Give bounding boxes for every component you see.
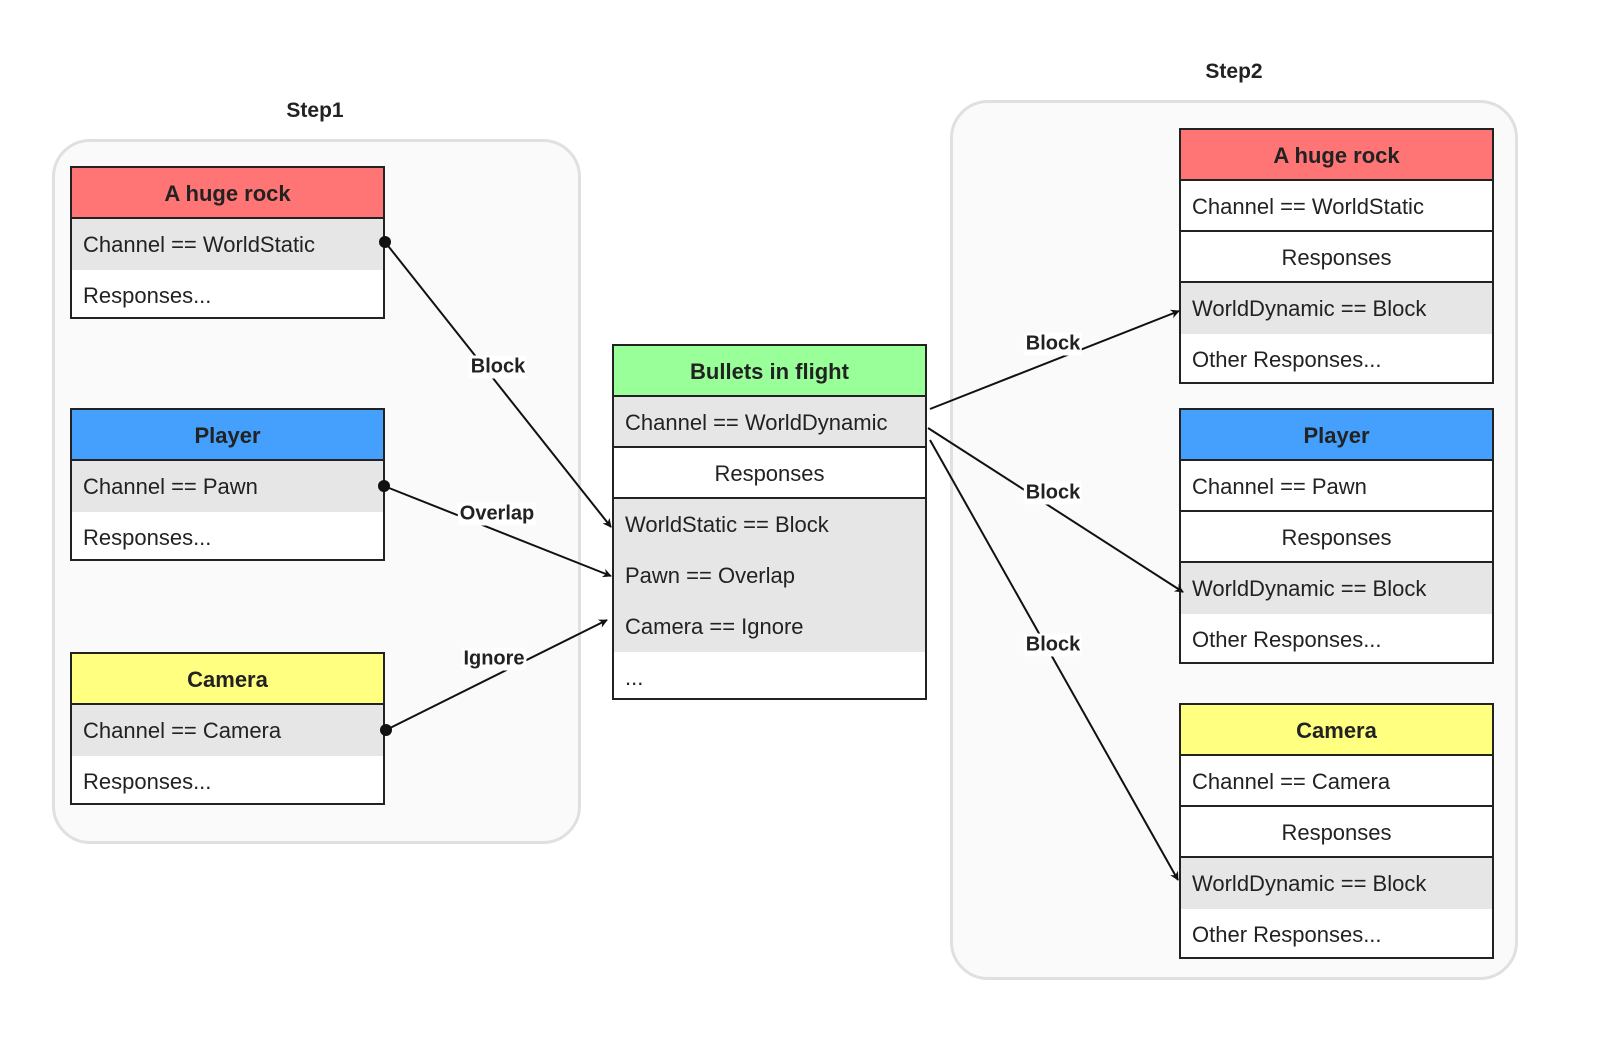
step2-rock-response: WorldDynamic == Block [1181, 283, 1492, 334]
step2-camera-node[interactable]: Camera Channel == Camera Responses World… [1179, 703, 1494, 959]
step2-rock-channel: Channel == WorldStatic [1181, 181, 1492, 232]
edge-rock-to-bullets [384, 241, 612, 528]
bullets-title: Bullets in flight [614, 346, 925, 397]
step1-player-responses: Responses... [83, 525, 212, 550]
step2-rock-responses-header: Responses [1181, 232, 1492, 283]
step2-player-node[interactable]: Player Channel == Pawn Responses WorldDy… [1179, 408, 1494, 664]
bullets-response-camera: Camera == Ignore [614, 601, 925, 652]
step2-rock-title: A huge rock [1181, 130, 1492, 181]
step1-rock-channel: Channel == WorldStatic [72, 219, 383, 270]
edge-bullets-to-camera [929, 439, 1179, 881]
step1-player-title: Player [72, 410, 383, 461]
step2-rock-other: Other Responses... [1192, 347, 1382, 372]
edge-camera-source-dot [380, 724, 392, 736]
step2-player-other: Other Responses... [1192, 627, 1382, 652]
step1-rock-responses: Responses... [83, 283, 212, 308]
step1-camera-title: Camera [72, 654, 383, 705]
bullets-node[interactable]: Bullets in flight Channel == WorldDynami… [612, 344, 927, 700]
edge-label-bullets-player: Block [1023, 481, 1083, 505]
step2-title: Step2 [1205, 60, 1263, 83]
edge-bullets-to-player [927, 427, 1184, 593]
step1-rock-node[interactable]: A huge rock Channel == WorldStatic Respo… [70, 166, 385, 319]
step1-rock-title: A huge rock [72, 168, 383, 219]
step1-camera-node[interactable]: Camera Channel == Camera Responses... [70, 652, 385, 805]
step2-player-response: WorldDynamic == Block [1181, 563, 1492, 614]
edge-label-player: Overlap [457, 502, 537, 526]
step1-player-channel: Channel == Pawn [72, 461, 383, 512]
bullets-responses-header: Responses [614, 448, 925, 499]
step2-camera-other: Other Responses... [1192, 922, 1382, 947]
step1-camera-responses: Responses... [83, 769, 212, 794]
step2-player-channel: Channel == Pawn [1181, 461, 1492, 512]
edge-player-source-dot [378, 480, 390, 492]
bullets-response-worldstatic: WorldStatic == Block [614, 499, 925, 550]
bullets-response-more: ... [625, 665, 644, 690]
step1-player-node[interactable]: Player Channel == Pawn Responses... [70, 408, 385, 561]
edge-label-bullets-camera: Block [1023, 633, 1083, 657]
step2-player-responses-header: Responses [1181, 512, 1492, 563]
edge-rock-source-dot [379, 236, 391, 248]
edge-player-to-bullets [383, 485, 612, 578]
step1-title: Step1 [286, 99, 344, 122]
step2-camera-channel: Channel == Camera [1181, 756, 1492, 807]
edge-label-camera: Ignore [461, 647, 527, 671]
step2-player-title: Player [1181, 410, 1492, 461]
edge-label-bullets-rock: Block [1023, 332, 1083, 356]
step1-camera-channel: Channel == Camera [72, 705, 383, 756]
step2-camera-response: WorldDynamic == Block [1181, 858, 1492, 909]
bullets-response-pawn: Pawn == Overlap [614, 550, 925, 601]
step2-camera-responses-header: Responses [1181, 807, 1492, 858]
step2-camera-title: Camera [1181, 705, 1492, 756]
bullets-channel: Channel == WorldDynamic [614, 397, 925, 448]
edge-label-rock: Block [468, 355, 528, 379]
step2-rock-node[interactable]: A huge rock Channel == WorldStatic Respo… [1179, 128, 1494, 384]
edge-camera-to-bullets [385, 619, 608, 731]
edge-bullets-to-rock [929, 309, 1180, 410]
